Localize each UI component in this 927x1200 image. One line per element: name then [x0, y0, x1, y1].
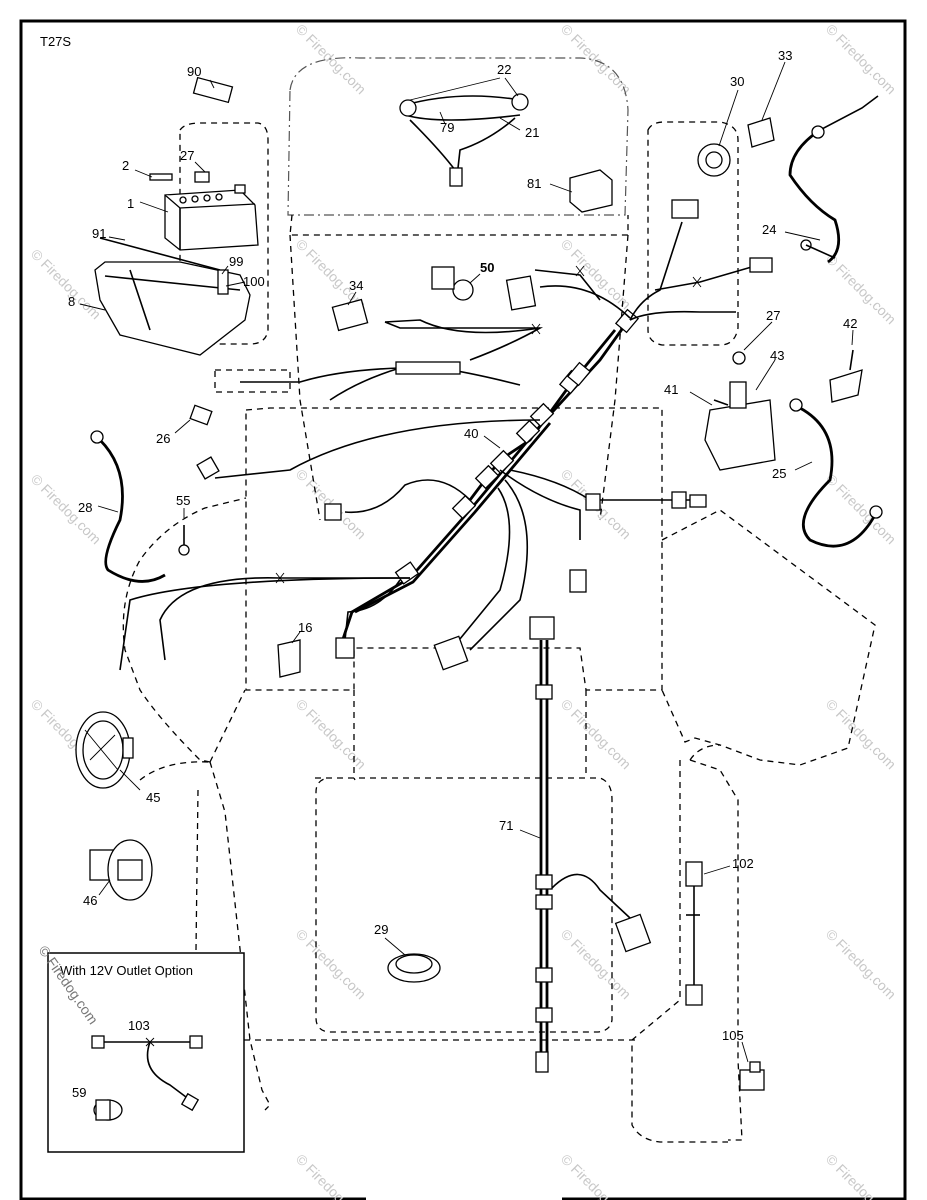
part-label-2: 2 — [122, 158, 129, 173]
part-label-26: 26 — [156, 431, 170, 446]
part-label-28: 28 — [78, 500, 92, 515]
part-label-50: 50 — [480, 260, 494, 275]
part-label-42: 42 — [843, 316, 857, 331]
part-label-8: 8 — [68, 294, 75, 309]
part-label-45: 45 — [146, 790, 160, 805]
part-label-34: 34 — [349, 278, 363, 293]
part-label-81: 81 — [527, 176, 541, 191]
part-label-46: 46 — [83, 893, 97, 908]
part-label-30: 30 — [730, 74, 744, 89]
inset-12v-outlet: With 12V Outlet Option 103 59 © Firedog.… — [36, 943, 245, 1153]
splice-marks — [275, 265, 702, 584]
part-label-40: 40 — [464, 426, 478, 441]
part-label-43: 43 — [770, 348, 784, 363]
part-label-102: 102 — [732, 856, 754, 871]
part-label-55: 55 — [176, 493, 190, 508]
svg-text:© Firedog.com: © Firedog.com — [558, 21, 634, 97]
part-label-24: 24 — [762, 222, 776, 237]
svg-text:© Firedog.com: © Firedog.com — [823, 1151, 899, 1200]
part-102-assembly — [685, 861, 703, 1006]
bottom-gap — [366, 1186, 562, 1200]
svg-text:© Firedog.com: © Firedog.com — [823, 251, 899, 327]
part-label-79: 79 — [440, 120, 454, 135]
part-label-103: 103 — [128, 1018, 150, 1033]
misc-parts — [75, 95, 883, 1091]
svg-text:© Firedog.com: © Firedog.com — [558, 1151, 634, 1200]
part-label-59: 59 — [72, 1085, 86, 1100]
part-label-105: 105 — [722, 1028, 744, 1043]
svg-text:© Firedog.com: © Firedog.com — [28, 246, 104, 322]
part-label-27a: 27 — [180, 148, 194, 163]
part-label-16: 16 — [298, 620, 312, 635]
inset-title: With 12V Outlet Option — [60, 963, 193, 978]
harness-71 — [529, 616, 652, 1073]
part-label-90: 90 — [187, 64, 201, 79]
part-29 — [387, 953, 441, 983]
part-labels: 90 22 33 30 79 21 2 27 1 81 24 91 50 99 … — [68, 48, 857, 1043]
part-label-99: 99 — [229, 254, 243, 269]
main-harness-40 — [119, 199, 773, 671]
svg-text:© Firedog.com: © Firedog.com — [293, 1151, 369, 1200]
battery-assembly — [94, 76, 259, 356]
svg-text:© Firedog.com: © Firedog.com — [293, 696, 369, 772]
tractor-outline — [122, 57, 876, 1143]
svg-text:© Firedog.com: © Firedog.com — [823, 696, 899, 772]
part-label-71: 71 — [499, 818, 513, 833]
part-label-41: 41 — [664, 382, 678, 397]
part-label-25: 25 — [772, 466, 786, 481]
svg-text:© Firedog.com: © Firedog.com — [558, 696, 634, 772]
part-label-91: 91 — [92, 226, 106, 241]
part-label-29: 29 — [374, 922, 388, 937]
part-label-1: 1 — [127, 196, 134, 211]
svg-text:© Firedog.com: © Firedog.com — [823, 21, 899, 97]
part-label-100: 100 — [243, 274, 265, 289]
headlight-assembly — [399, 93, 529, 187]
part-label-22: 22 — [497, 62, 511, 77]
svg-text:© Firedog.com: © Firedog.com — [823, 926, 899, 1002]
part-label-21: 21 — [525, 125, 539, 140]
diagram-code: T27S — [40, 34, 71, 49]
part-label-33: 33 — [778, 48, 792, 63]
svg-text:© Firedog.com: © Firedog.com — [28, 471, 104, 547]
part-label-27b: 27 — [766, 308, 780, 323]
svg-text:© Firedog.com: © Firedog.com — [293, 926, 369, 1002]
